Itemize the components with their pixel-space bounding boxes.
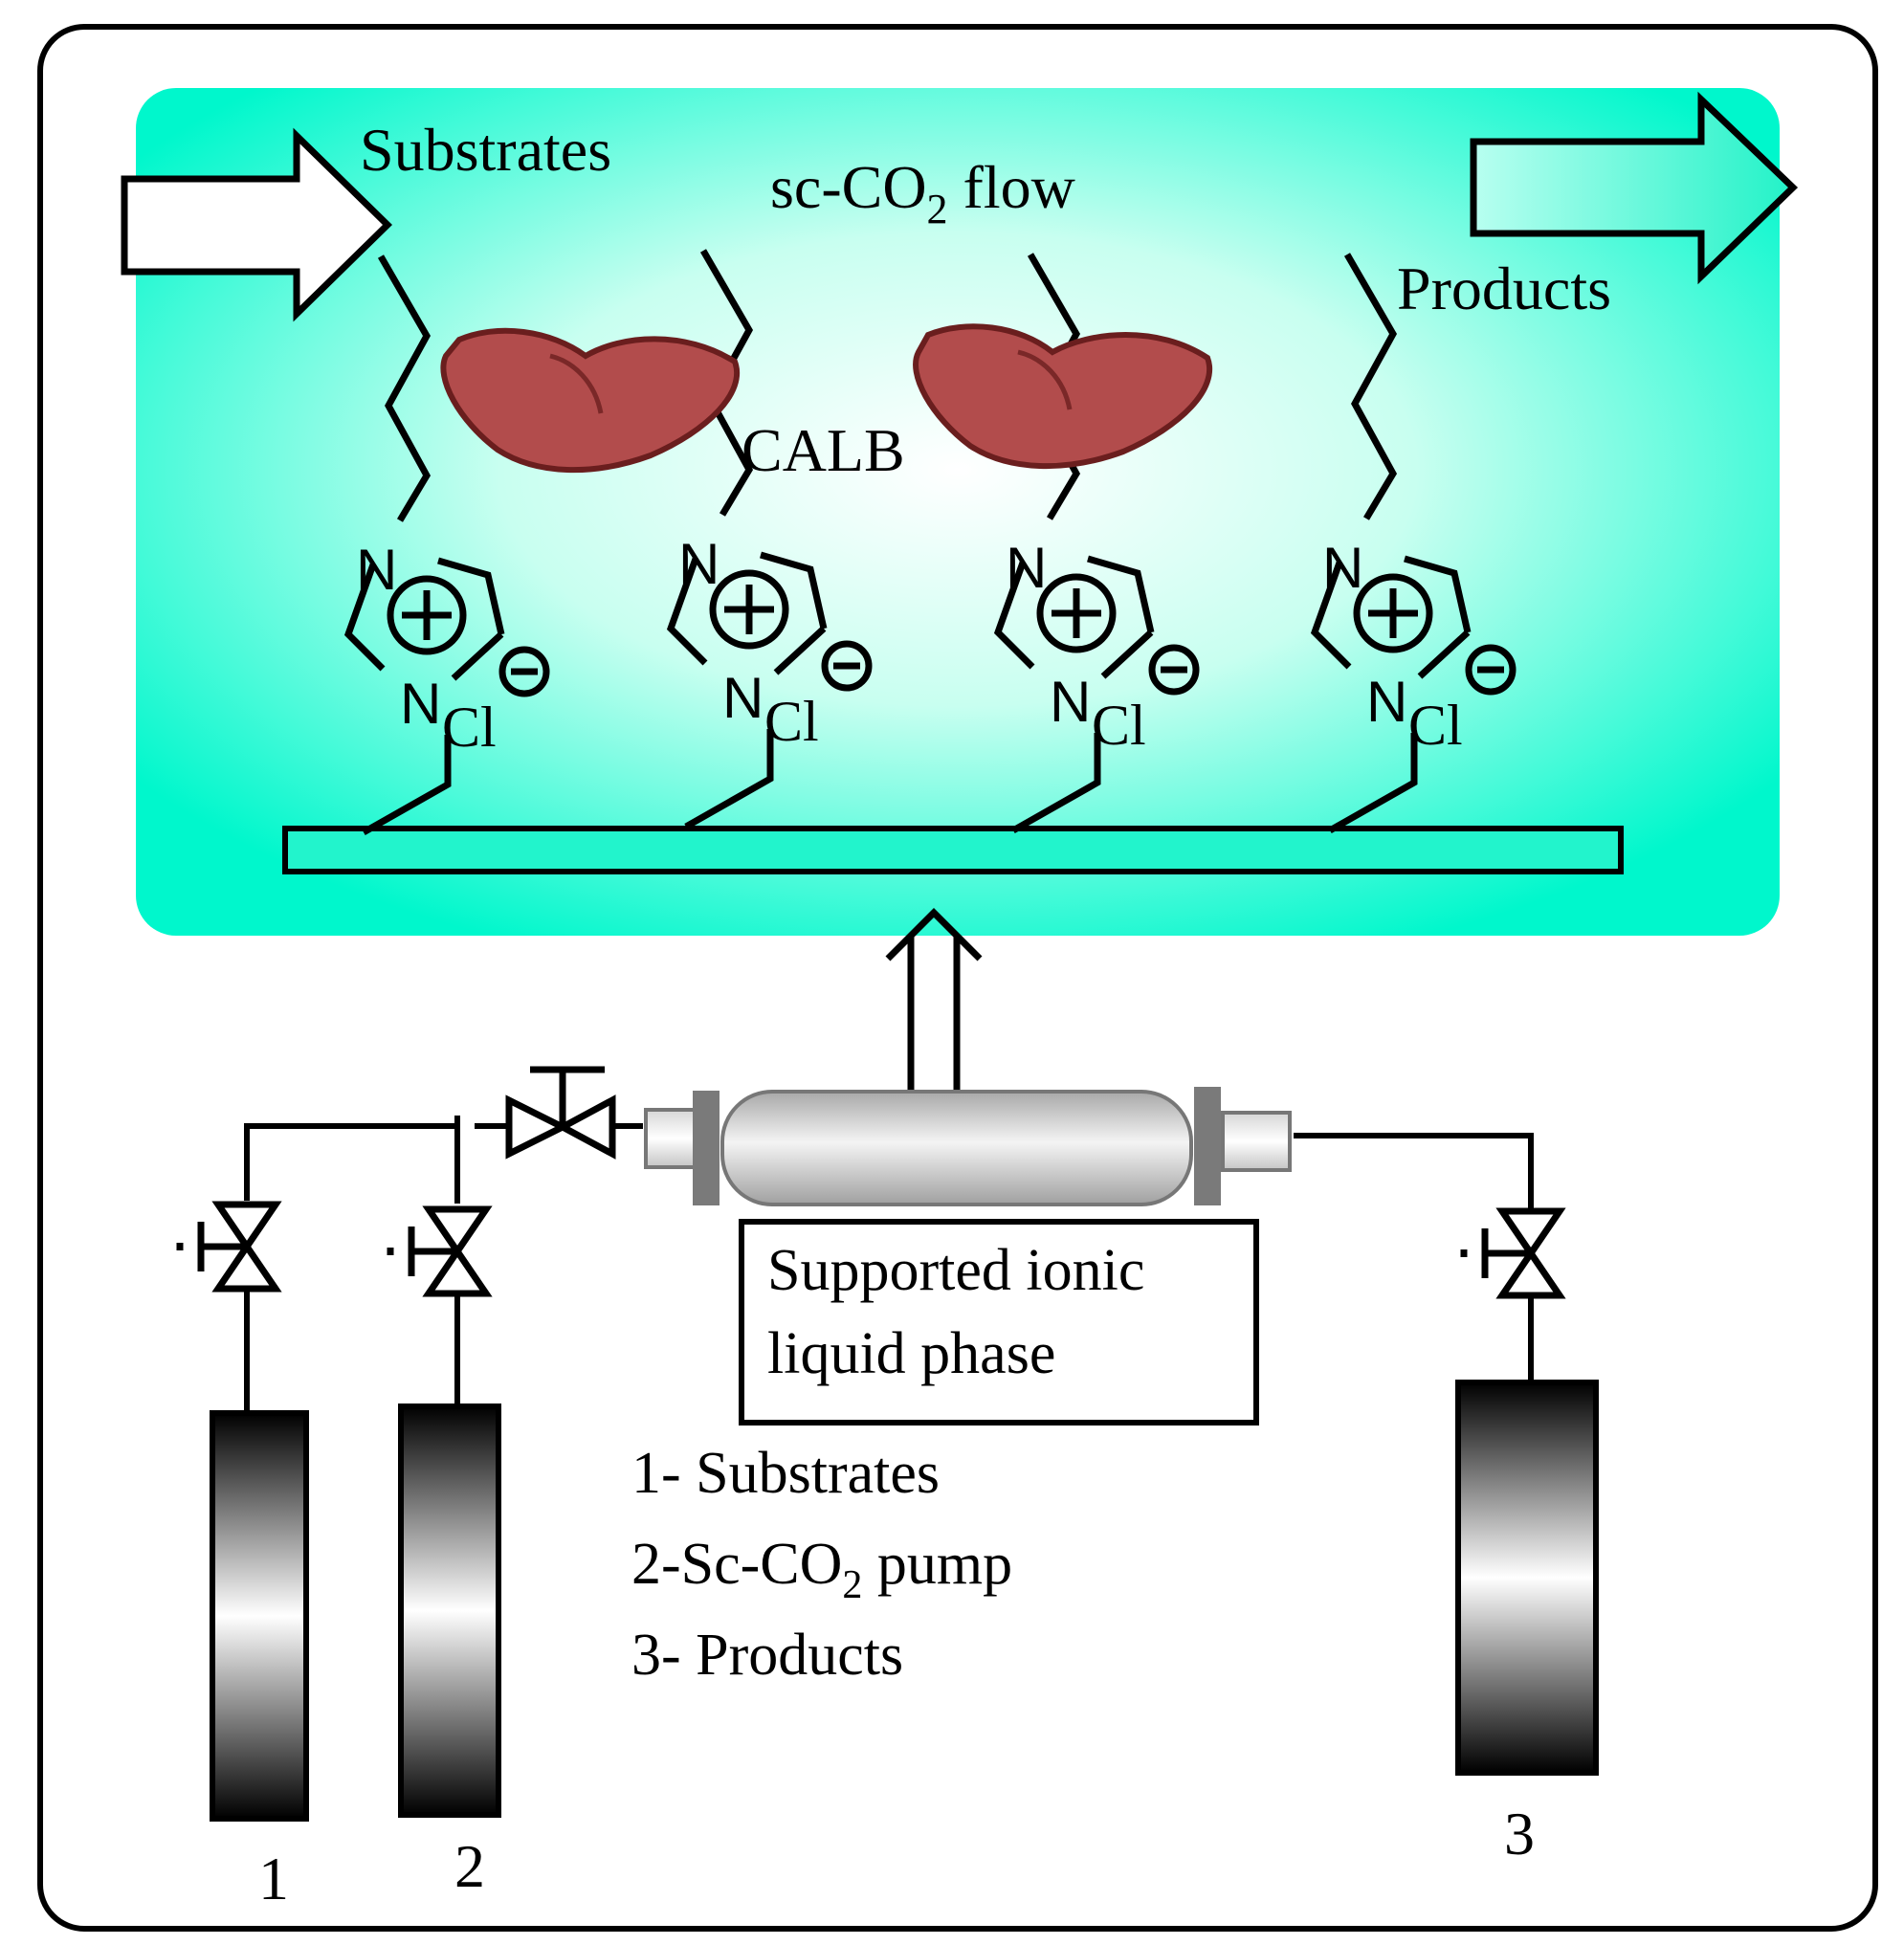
cylinder-1 — [210, 1410, 309, 1822]
chloride-3: Cl — [1092, 694, 1146, 757]
support-bar — [282, 826, 1624, 874]
reactor-label-line2: liquid phase — [767, 1321, 1055, 1386]
outlet-label: Products — [1397, 254, 1611, 322]
nitrogen-top-2: N — [678, 532, 720, 596]
ion-labels-1: N N Cl — [356, 538, 497, 759]
outlet-arrow — [1470, 91, 1799, 285]
calb-enzyme-2 — [913, 323, 1212, 470]
legend-item-2: 2-Sc-CO2 pump — [631, 1532, 1012, 1607]
nitrogen-top-1: N — [356, 538, 397, 602]
chloride-4: Cl — [1408, 694, 1463, 757]
reactor-column — [644, 1087, 1292, 1206]
nitrogen-top-4: N — [1322, 536, 1363, 600]
reaction-panel — [136, 88, 1780, 936]
flow-label: sc-CO2 flow — [770, 153, 1075, 232]
enzyme-label: CALB — [742, 416, 905, 484]
nitrogen-bottom-4: N — [1366, 670, 1407, 734]
piping — [244, 1116, 1534, 1411]
cylinder-3 — [1455, 1380, 1599, 1776]
cylinder-number-2: 2 — [454, 1832, 485, 1900]
nitrogen-bottom-1: N — [400, 672, 441, 736]
cylinder-2 — [398, 1403, 501, 1818]
calb-enzyme-1 — [440, 327, 740, 474]
ion-labels-3: N N Cl — [1006, 536, 1146, 757]
cylinder-number-1: 1 — [258, 1845, 289, 1912]
inlet-arrow — [121, 127, 393, 322]
connection-arrow — [885, 908, 983, 1091]
reactor-inlet-valve — [505, 1066, 616, 1160]
chloride-1: Cl — [442, 696, 497, 759]
ion-labels-2: N N Cl — [678, 532, 819, 753]
nitrogen-top-3: N — [1006, 536, 1047, 600]
nitrogen-bottom-3: N — [1050, 670, 1091, 734]
reactor-label-box — [739, 1219, 1259, 1426]
nitrogen-bottom-2: N — [722, 666, 764, 730]
legend-item-1: 1- Substrates — [631, 1441, 940, 1506]
ion-labels-4: N N Cl — [1322, 536, 1463, 757]
reactor-label-line1: Supported ionic — [767, 1238, 1144, 1303]
inlet-label: Substrates — [360, 116, 611, 184]
chloride-2: Cl — [764, 690, 819, 753]
legend-item-3: 3- Products — [631, 1623, 903, 1688]
cylinder-number-3: 3 — [1504, 1800, 1535, 1868]
